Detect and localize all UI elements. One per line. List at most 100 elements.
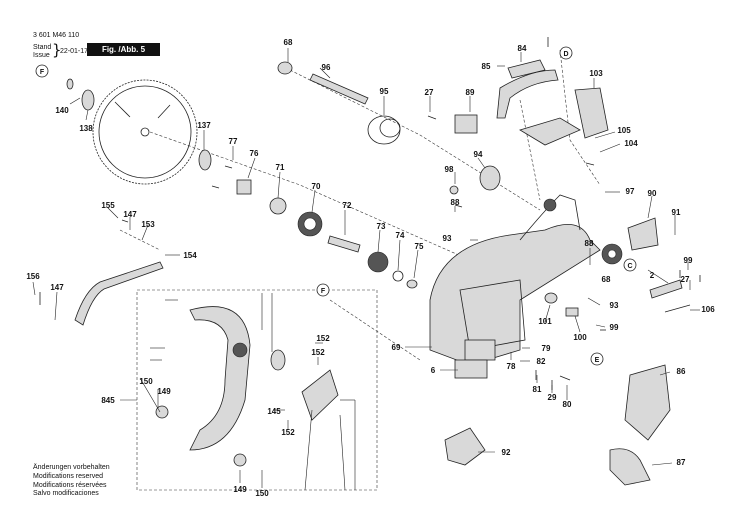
assembly-line-switch xyxy=(519,99,541,201)
callout: 93 xyxy=(443,234,452,243)
callout: 138 xyxy=(79,124,93,133)
bearing-part xyxy=(269,197,287,215)
callout: 81 xyxy=(533,385,542,394)
callout: 77 xyxy=(229,137,238,146)
callout: 153 xyxy=(141,220,155,229)
assembly-line-shaft xyxy=(289,69,541,211)
footer-line-de: Änderungen vorbehalten xyxy=(33,464,110,471)
assembly-line-cover xyxy=(329,299,421,361)
gear-wheel xyxy=(367,251,389,273)
callout: 96 xyxy=(322,63,331,72)
callout: 140 xyxy=(55,106,69,115)
footer-line-es: Salvo modificaciones xyxy=(33,490,99,498)
callout-numbers: 68 96 95 27 89 84 85 103 140 138 137 77 … xyxy=(26,38,715,498)
callout: 75 xyxy=(415,242,424,251)
rail-strip xyxy=(649,279,683,299)
callout: 147 xyxy=(50,283,64,292)
label-plate xyxy=(464,339,496,361)
callout: 152 xyxy=(311,348,325,357)
callout: 27 xyxy=(425,88,434,97)
svg-text:E: E xyxy=(595,357,600,364)
upper-guard-housing xyxy=(429,194,601,366)
callout: 101 xyxy=(538,317,552,326)
callout: 105 xyxy=(617,126,631,135)
callout: 94 xyxy=(474,150,483,159)
callout: 68 xyxy=(602,275,611,284)
callout: 87 xyxy=(677,458,686,467)
callout: 137 xyxy=(197,121,211,130)
screw-set xyxy=(39,37,701,390)
callout: 97 xyxy=(626,187,635,196)
callout: 84 xyxy=(518,44,527,53)
pinion-shaft xyxy=(327,235,361,253)
callout: 82 xyxy=(537,357,546,366)
issue-date: 22-01-17 xyxy=(60,48,89,55)
cap-part xyxy=(544,292,558,304)
callout: 29 xyxy=(548,393,557,402)
callout: 85 xyxy=(482,62,491,71)
dust-bracket xyxy=(609,448,651,486)
assembly-line-guard xyxy=(119,229,161,251)
callout: 86 xyxy=(677,367,686,376)
part-number: 3 601 M46 110 xyxy=(33,32,80,39)
callout: 72 xyxy=(343,201,352,210)
callout: 149 xyxy=(157,387,171,396)
handle-assembly xyxy=(496,59,609,146)
callout: 106 xyxy=(701,305,715,314)
washer-part xyxy=(236,179,252,195)
warning-label xyxy=(454,359,488,379)
callout: 154 xyxy=(183,251,197,260)
callout: 845 xyxy=(101,396,115,405)
dust-bag-clip xyxy=(444,427,486,466)
callout: 6 xyxy=(431,366,436,375)
lower-guard-box xyxy=(136,289,378,491)
callout: 78 xyxy=(507,362,516,371)
callout: 92 xyxy=(502,448,511,457)
callout: 90 xyxy=(648,189,657,198)
guard-pivot-washer xyxy=(233,453,247,467)
guard-link-rod xyxy=(74,261,164,326)
callout: 74 xyxy=(396,231,405,240)
footer-notes: Änderungen vorbehalten Modifications res… xyxy=(33,464,110,499)
callout: 156 xyxy=(26,272,40,281)
callout: 147 xyxy=(123,210,137,219)
reference-mark-C: C xyxy=(623,258,637,272)
leader-lines xyxy=(32,48,700,491)
callout: 88 xyxy=(585,239,594,248)
svg-text:F: F xyxy=(40,69,45,76)
callout: 150 xyxy=(139,377,153,386)
assembly-line-handle xyxy=(559,49,601,186)
callout: 70 xyxy=(312,182,321,191)
callout: 152 xyxy=(316,334,330,343)
lock-lever xyxy=(627,217,659,251)
inner-flange xyxy=(198,149,212,171)
callout: 76 xyxy=(250,149,259,158)
callout: 155 xyxy=(101,201,115,210)
clip-part xyxy=(565,307,579,317)
saw-blade xyxy=(92,79,198,185)
callout: 99 xyxy=(684,256,693,265)
callout: 71 xyxy=(276,163,285,172)
callout: 98 xyxy=(445,165,454,174)
dust-port xyxy=(624,364,671,441)
figure-label: Fig. /Abb. 5 xyxy=(87,43,160,56)
assembly-line-main xyxy=(149,131,471,261)
footer-line-fr: Modifications réservées xyxy=(33,481,107,489)
callout: 69 xyxy=(392,343,401,352)
svg-text:C: C xyxy=(627,263,632,270)
callout: 68 xyxy=(284,38,293,47)
outer-flange xyxy=(81,89,95,111)
callout: 80 xyxy=(563,400,572,409)
switch-cover xyxy=(454,114,478,134)
issue-label: Issue xyxy=(33,52,50,59)
callout: 103 xyxy=(589,69,603,78)
callout: 79 xyxy=(542,344,551,353)
shaft-assembly xyxy=(277,61,401,145)
callout: 149 xyxy=(233,485,247,494)
callout: 73 xyxy=(377,222,386,231)
callout: 88 xyxy=(451,198,460,207)
small-spacer xyxy=(449,185,459,195)
blade-bolt xyxy=(66,78,74,90)
brace-mark: } xyxy=(52,41,62,59)
